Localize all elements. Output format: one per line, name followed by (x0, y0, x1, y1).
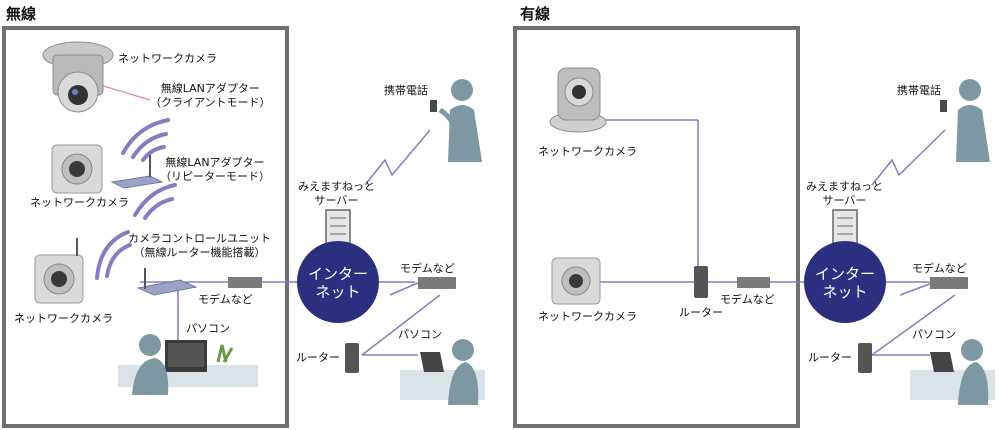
laptop-person-icon (400, 339, 485, 405)
control-unit-label: カメラコントロールユニット （無線ルーター機能搭載） (128, 232, 271, 260)
cube-camera-1-label: ネットワークカメラ (30, 196, 129, 209)
server-line-1: みえますねっと (298, 180, 375, 193)
laptop-person-icon (910, 339, 995, 405)
wired-heading: 有線 (520, 5, 551, 23)
wireless-signal-line-left (364, 129, 431, 186)
router-icon (858, 343, 872, 373)
router-icon (345, 343, 359, 373)
cube-camera-2-label: ネットワークカメラ (14, 312, 113, 325)
modem-inside-label: モデムなど (198, 293, 253, 306)
internet-right-line-1: インター (814, 265, 875, 283)
control-unit-line-1: カメラコントロールユニット (128, 232, 271, 245)
internet-right-label: インター ネット (810, 265, 880, 301)
modem-icon (418, 277, 456, 289)
internet-line-1: インター (307, 265, 368, 283)
dome-camera-right-label: ネットワークカメラ (538, 145, 637, 158)
wireless-enclosure (2, 26, 289, 428)
modem-icon (930, 277, 968, 289)
server-line-2: サーバー (314, 194, 359, 207)
modem-outside-label: モデムなど (400, 262, 455, 275)
server-right-line-2: サーバー (822, 194, 867, 207)
adapter-client-line-2: （クライアントモード） (150, 96, 271, 109)
modem-outside-right-label: モデムなど (912, 262, 967, 275)
internet-cloud (297, 241, 379, 323)
internet-label: インター ネット (303, 265, 373, 301)
router-icon (694, 266, 708, 298)
control-unit-line-2: （無線ルーター機能搭載） (133, 246, 266, 259)
phone-person-icon (430, 79, 482, 162)
cube-camera-icon (551, 257, 601, 305)
pc-outside-label: パソコン (398, 328, 442, 341)
modem-icon (228, 277, 262, 288)
modem-inside-right-label: モデムなど (720, 293, 775, 306)
dome-camera-icon (549, 67, 607, 133)
cube-camera-icon (51, 144, 103, 194)
wireless-heading: 無線 (6, 5, 37, 23)
adapter-client-line-1: 無線LANアダプター (160, 82, 260, 95)
server-right-line-1: みえますねっと (806, 180, 883, 193)
internet-cloud (804, 241, 886, 323)
cube-camera-icon (34, 238, 84, 304)
internet-line-2: ネット (315, 283, 361, 301)
router-inside-label: ルーター (679, 306, 723, 319)
wireless-signal-line-right (871, 129, 946, 186)
cube-camera-right-label: ネットワークカメラ (538, 310, 637, 323)
server-right-label: みえますねっと サーバー (806, 180, 883, 208)
phone-label: 携帯電話 (384, 84, 428, 97)
adapter-repeater-line-2: （リピーターモード） (160, 170, 270, 183)
pc-outside-right-label: パソコン (912, 328, 956, 341)
desk-person-icon (118, 334, 258, 395)
router-right-label: ルーター (808, 351, 852, 364)
adapter-repeater-line-1: 無線LANアダプター (165, 156, 265, 169)
pc-inside-label: パソコン (186, 322, 230, 335)
adapter-client-label: 無線LANアダプター （クライアントモード） (150, 82, 271, 110)
dome-camera-label: ネットワークカメラ (118, 52, 217, 65)
control-unit-icon (136, 268, 198, 296)
phone-person-icon (940, 79, 990, 162)
router-label: ルーター (296, 351, 340, 364)
internet-right-line-2: ネット (822, 283, 868, 301)
dome-camera-icon (42, 41, 114, 113)
adapter-repeater-label: 無線LANアダプター （リピーターモード） (160, 156, 270, 184)
wired-enclosure (513, 26, 800, 428)
server-label: みえますねっと サーバー (298, 180, 375, 208)
wifi-wave-icon (95, 118, 177, 280)
modem-icon (737, 277, 770, 288)
wireless-adapter-icon (110, 155, 164, 189)
phone-right-label: 携帯電話 (897, 84, 941, 97)
